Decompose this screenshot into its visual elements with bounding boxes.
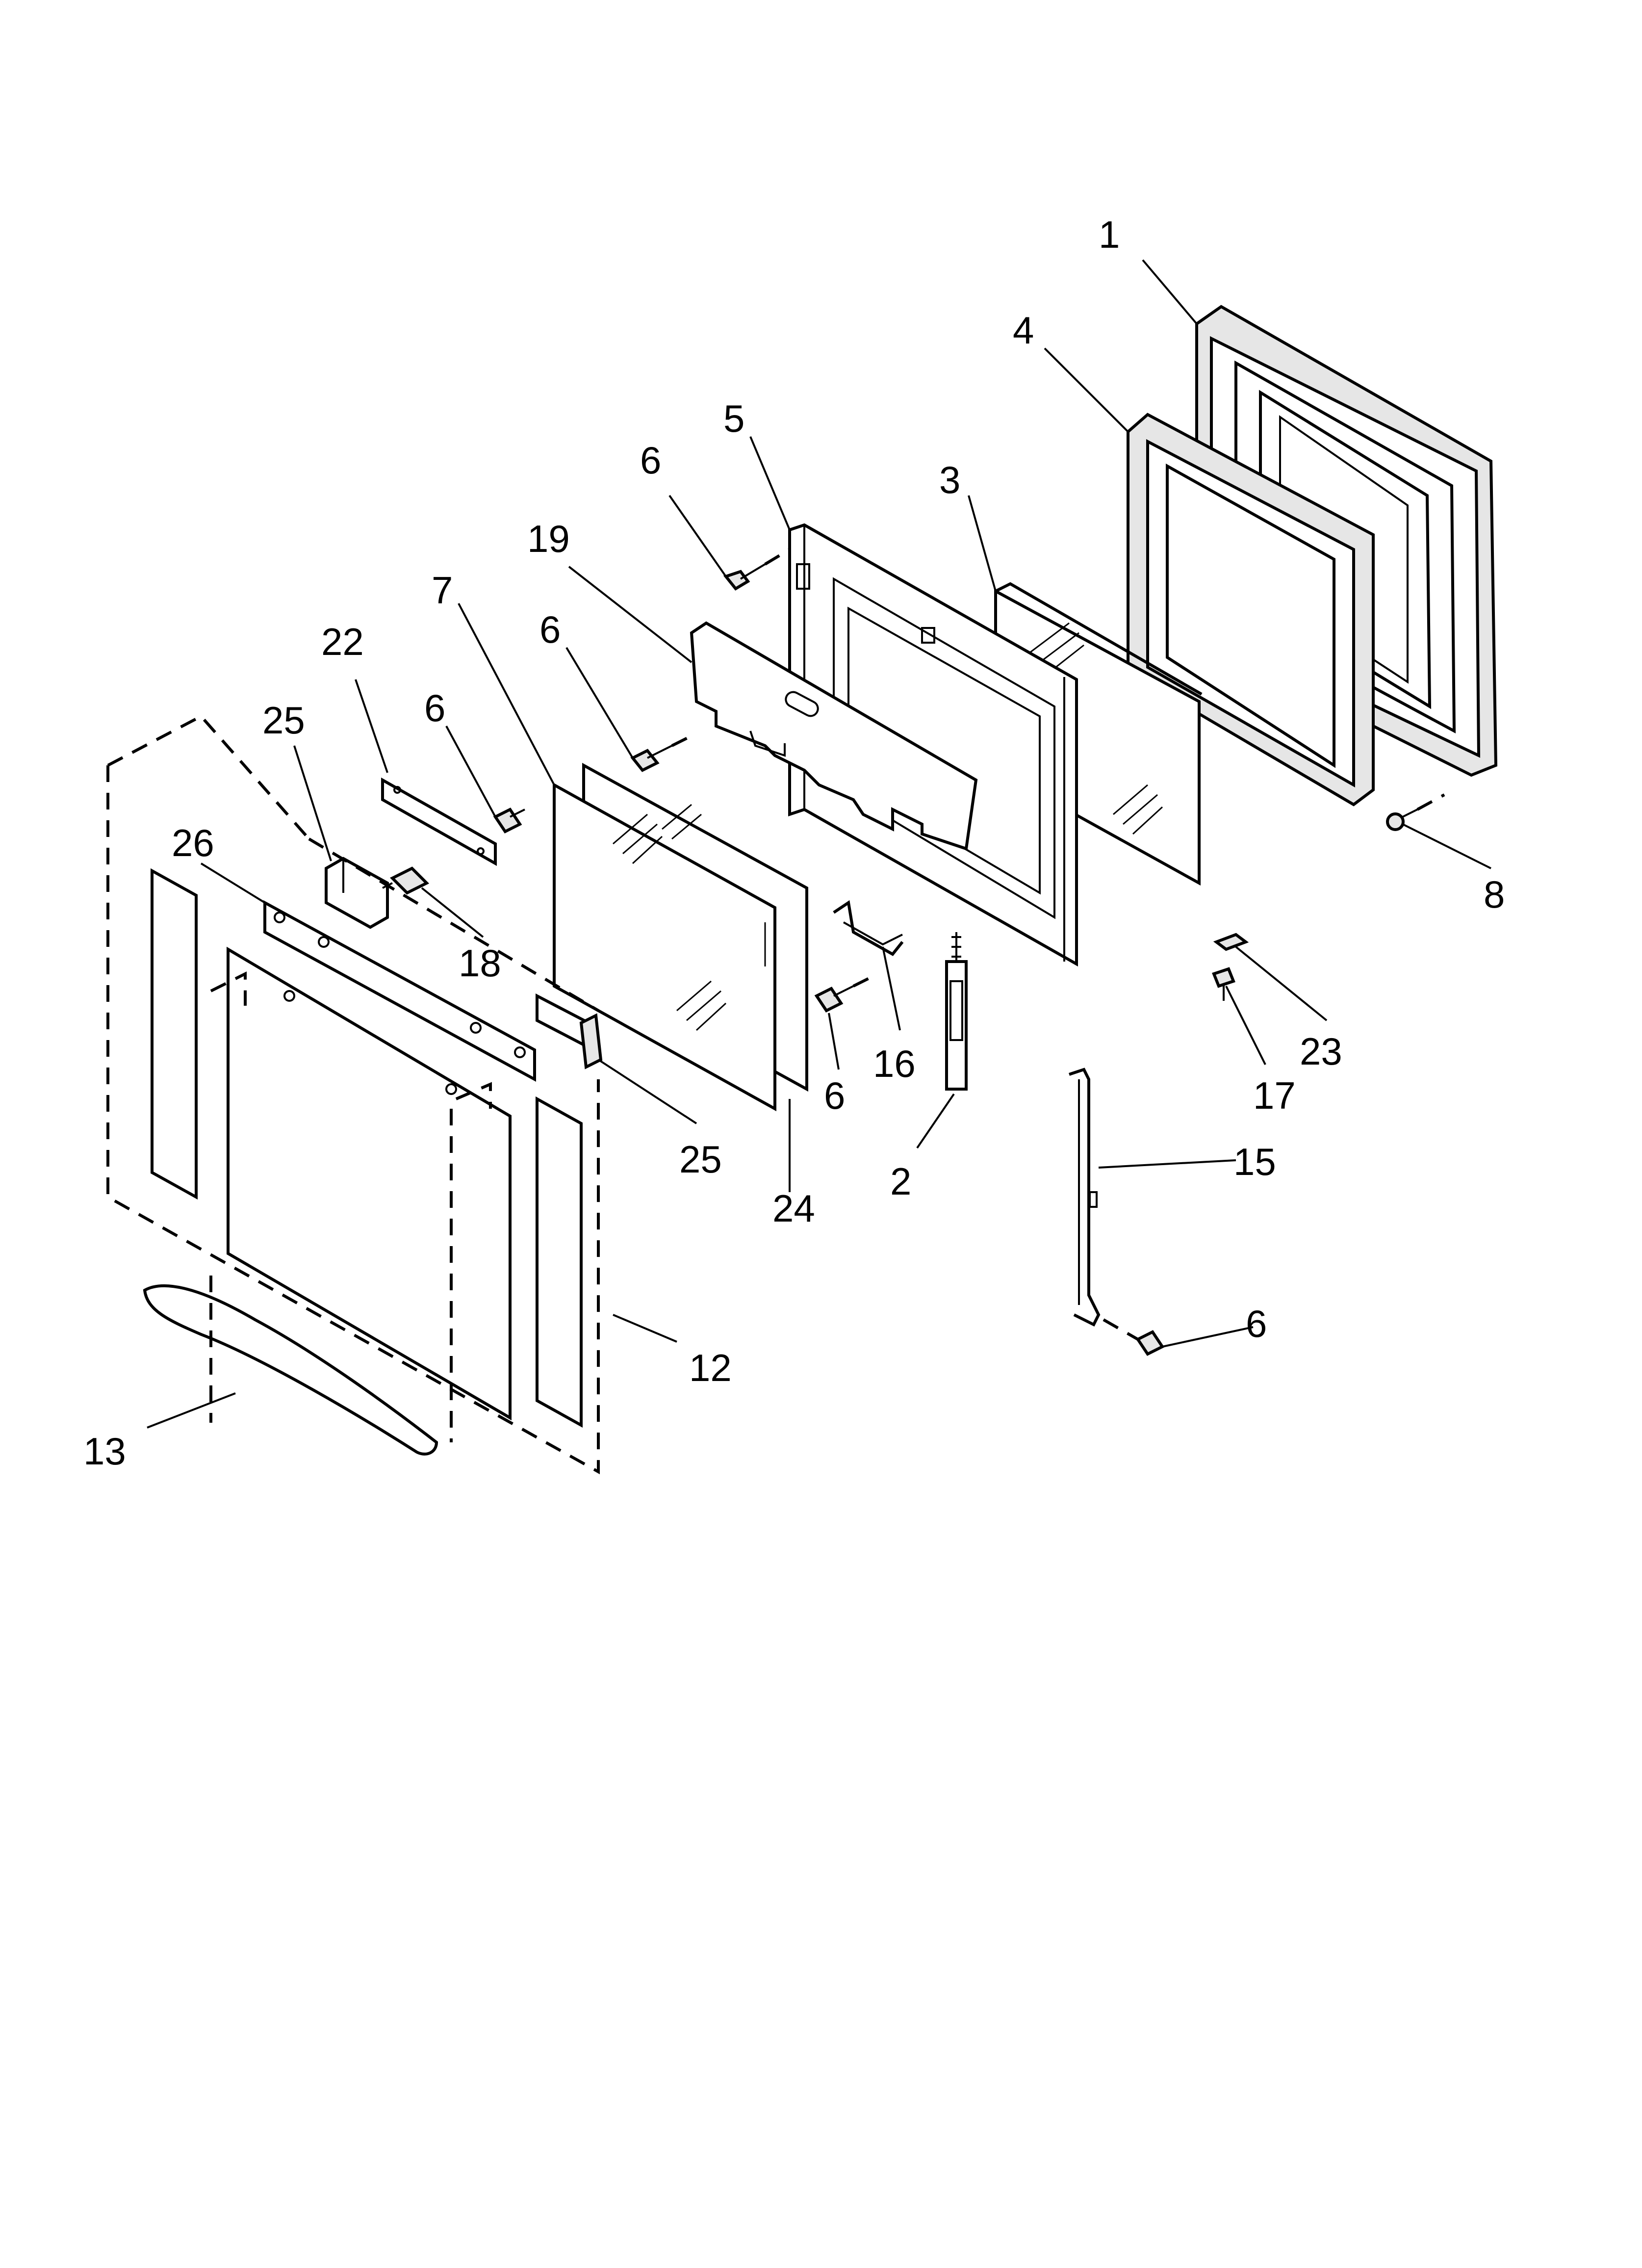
part-2-hinge xyxy=(945,932,968,1091)
callout-24: 24 xyxy=(772,1187,815,1230)
callout-6-bottom: 6 xyxy=(1246,1302,1267,1345)
screw-6-mid xyxy=(630,734,693,772)
callout-26: 26 xyxy=(172,821,214,864)
part-12-outer-door-panel xyxy=(106,714,600,1475)
callout-4: 4 xyxy=(1013,309,1034,352)
door-front-glass xyxy=(210,946,512,1421)
callout-17: 17 xyxy=(1253,1074,1296,1117)
part-22-bracket xyxy=(381,777,497,866)
callout-6-top: 6 xyxy=(640,439,661,482)
callout-3: 3 xyxy=(939,458,960,501)
callout-25-left: 25 xyxy=(262,699,305,742)
part-15-rail xyxy=(1069,1068,1101,1327)
part-13-handle xyxy=(143,1109,453,1456)
part-23-clip xyxy=(1213,933,1249,951)
part-26-strip xyxy=(263,900,536,1082)
screw-6-top xyxy=(723,548,791,591)
callout-6-mid: 6 xyxy=(539,608,561,651)
callout-6-bracket: 6 xyxy=(424,686,445,730)
callout-5: 5 xyxy=(723,397,744,440)
side-trim-right xyxy=(536,1096,583,1428)
screw-6-bottom-right xyxy=(1103,1318,1165,1356)
callout-8: 8 xyxy=(1484,873,1505,916)
part-7-outer-glass xyxy=(553,762,808,1112)
part-25-hinge-receiver-right xyxy=(536,993,603,1069)
callout-23: 23 xyxy=(1300,1030,1342,1073)
callout-22: 22 xyxy=(321,620,364,663)
part-8-screw xyxy=(1386,793,1445,831)
screw-6-lower xyxy=(814,972,879,1013)
callout-1: 1 xyxy=(1099,213,1120,256)
screw-6-bracket xyxy=(493,808,525,834)
callout-2: 2 xyxy=(890,1160,911,1203)
callout-25-right: 25 xyxy=(679,1138,722,1181)
callout-19: 19 xyxy=(527,517,570,560)
part-18-screw xyxy=(382,866,430,895)
callout-12: 12 xyxy=(689,1346,732,1389)
callout-7: 7 xyxy=(432,569,453,612)
callout-13: 13 xyxy=(83,1430,126,1473)
leader-lines xyxy=(147,259,1491,1429)
part-4-door-liner-frame xyxy=(1127,413,1375,807)
callout-labels: 1 4 5 6 3 19 7 6 22 6 25 26 18 8 23 17 1… xyxy=(83,213,1505,1473)
callout-16: 16 xyxy=(873,1042,916,1085)
part-19-heat-shield xyxy=(690,621,978,851)
side-trim-left xyxy=(151,868,198,1200)
part-17-screw xyxy=(1212,967,1235,1001)
part-16-clip xyxy=(833,900,904,956)
callout-18: 18 xyxy=(459,941,501,985)
callout-6-lower: 6 xyxy=(824,1074,845,1117)
callout-15: 15 xyxy=(1233,1140,1276,1183)
